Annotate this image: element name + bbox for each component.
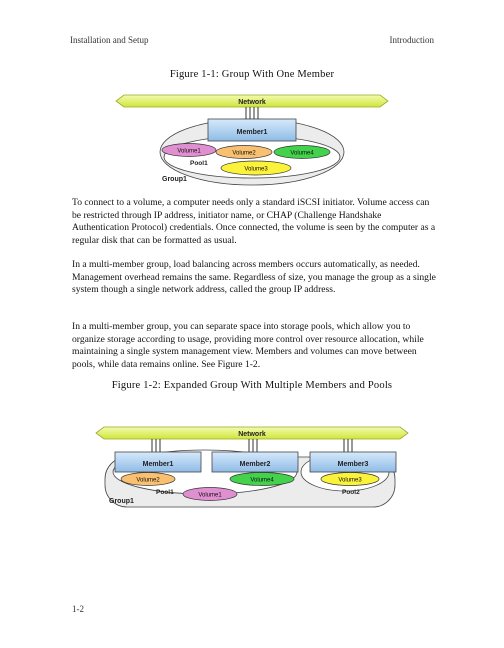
member2-label: Member2 bbox=[240, 461, 271, 468]
member1-label: Member1 bbox=[143, 461, 174, 468]
member3-label: Member3 bbox=[338, 461, 369, 468]
group1-label: Group1 bbox=[162, 176, 187, 183]
network-label: Network bbox=[238, 431, 266, 438]
volume1-ellipse bbox=[161, 143, 217, 157]
volume3-ellipse bbox=[220, 160, 292, 176]
volume4-ellipse bbox=[273, 145, 331, 159]
volume3-label: Volume3 bbox=[338, 478, 362, 484]
network-bar bbox=[95, 426, 409, 440]
volume2-ellipse bbox=[120, 472, 176, 486]
member1-box bbox=[207, 118, 297, 142]
group1-label: Group1 bbox=[109, 498, 134, 505]
figure1-caption: Figure 1-1: Group With One Member bbox=[169, 69, 335, 80]
volume4-label: Volume4 bbox=[250, 478, 274, 484]
volume3-ellipse bbox=[320, 472, 380, 486]
member3-box bbox=[309, 451, 397, 473]
figure1-diagram: Network Member1 Volume1 Volume2 Volume4 … bbox=[115, 94, 389, 186]
member1-box bbox=[114, 451, 202, 473]
header-left: Installation and Setup bbox=[70, 35, 149, 45]
figure2-diagram: Network Member1 Member2 Member3 Volume2 … bbox=[95, 426, 409, 508]
member1-label: Member1 bbox=[237, 129, 268, 136]
network-cables bbox=[151, 439, 353, 453]
paragraph-3: In a multi-member group, you can separat… bbox=[72, 321, 424, 370]
network-label: Network bbox=[238, 99, 266, 106]
header-right: Introduction bbox=[389, 35, 435, 45]
volume2-label: Volume2 bbox=[136, 478, 160, 484]
volume2-ellipse bbox=[215, 145, 273, 159]
page-number: 1-2 bbox=[72, 604, 84, 614]
volume4-ellipse bbox=[229, 472, 295, 486]
pool2-label: Pool2 bbox=[342, 489, 360, 496]
volume1-label: Volume1 bbox=[177, 149, 201, 155]
network-bar bbox=[115, 94, 389, 108]
volume3-label: Volume3 bbox=[244, 167, 268, 173]
paragraph-2: In a multi-member group, load balancing … bbox=[72, 259, 436, 296]
volume1-label: Volume1 bbox=[198, 493, 222, 499]
volume4-label: Volume4 bbox=[290, 151, 314, 157]
pool1-label: Pool1 bbox=[190, 160, 208, 167]
volume1-ellipse bbox=[182, 487, 238, 501]
pool1-label: Pool1 bbox=[156, 489, 174, 496]
member2-box bbox=[211, 451, 299, 473]
paragraph-1: To connect to a volume, a computer needs… bbox=[72, 197, 436, 246]
figure2-caption: Figure 1-2: Expanded Group With Multiple… bbox=[111, 380, 393, 391]
network-cables bbox=[245, 107, 259, 120]
volume2-label: Volume2 bbox=[232, 151, 256, 157]
